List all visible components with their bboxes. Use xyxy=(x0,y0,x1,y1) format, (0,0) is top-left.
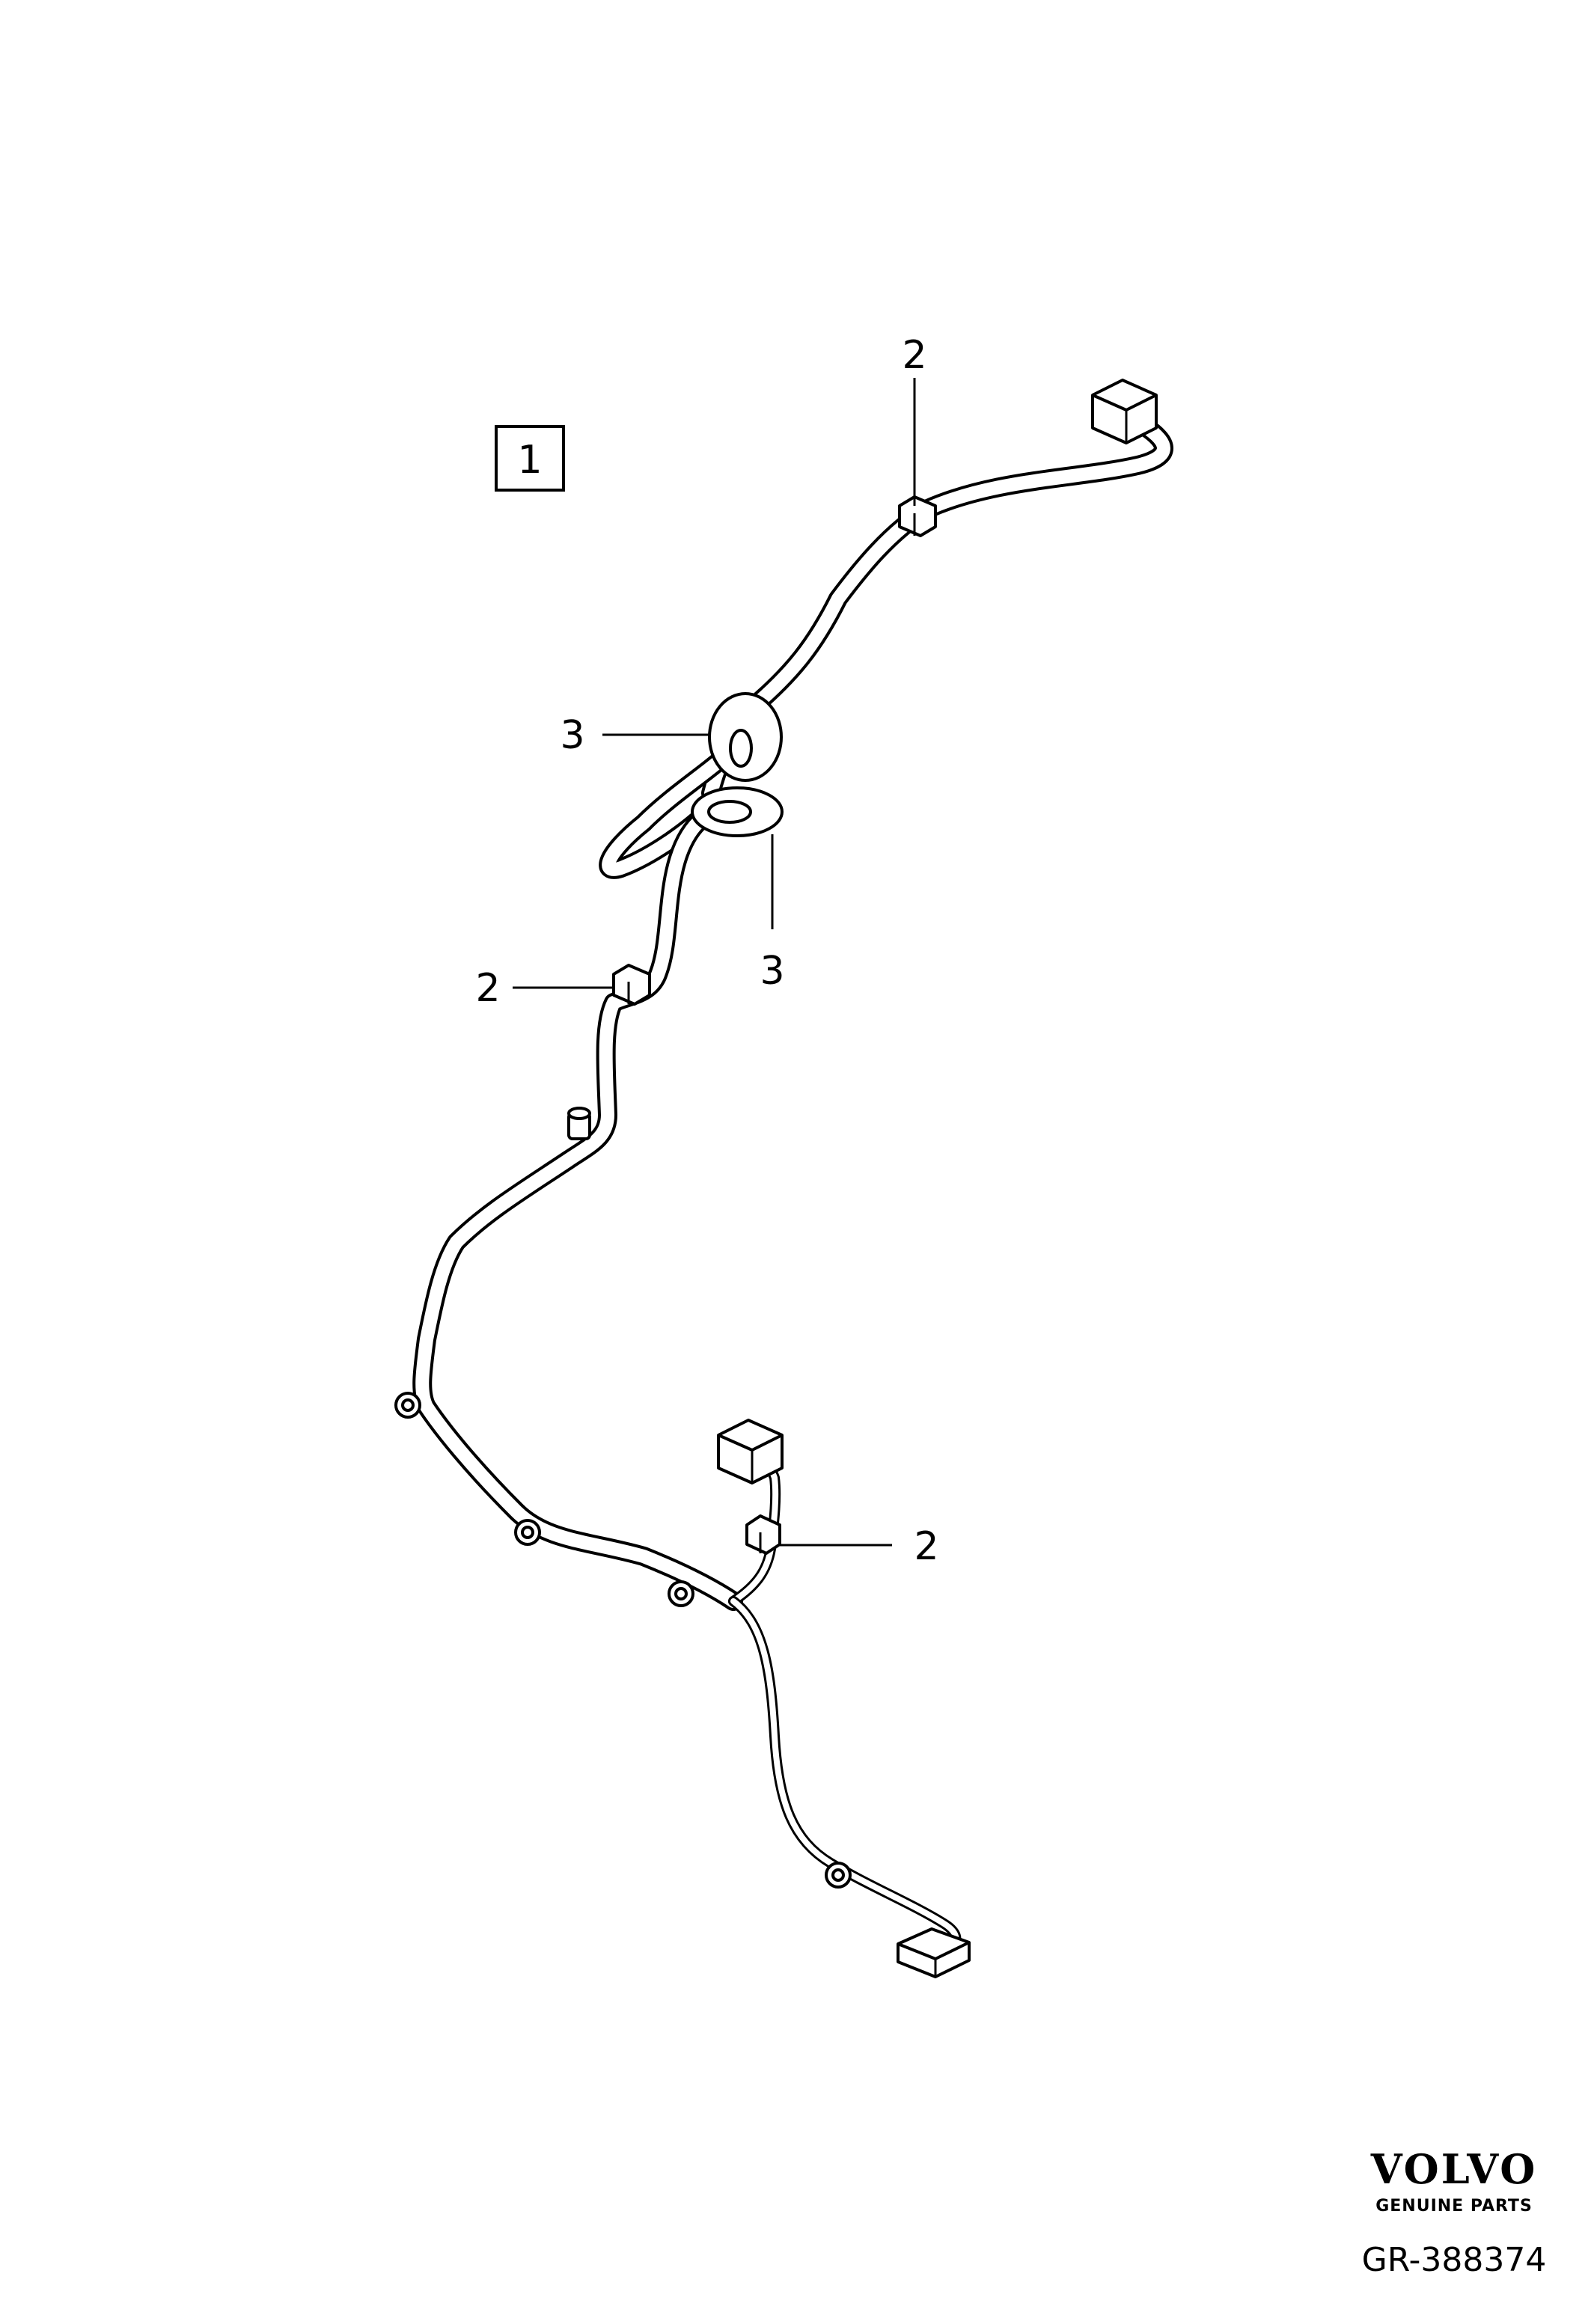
brand-name: VOLVO xyxy=(1370,2145,1538,2193)
clip-bottom xyxy=(745,1514,781,1555)
mounting-studs xyxy=(394,1107,852,1889)
callout-grommet-upper: 3 xyxy=(560,713,584,758)
stud-2 xyxy=(394,1392,421,1419)
grommet-lower xyxy=(691,786,784,837)
connector-bottom xyxy=(897,1927,971,1978)
callout-item-1-label: 1 xyxy=(517,438,542,483)
clip-top xyxy=(898,495,937,537)
stud-1 xyxy=(567,1107,591,1140)
grommet-upper xyxy=(708,692,783,782)
callout-clip-middle: 2 xyxy=(475,966,500,1011)
stud-3 xyxy=(514,1519,541,1546)
callout-grommet-lower: 3 xyxy=(760,949,784,994)
leader-lines xyxy=(513,378,916,1547)
diagram-reference: GR-388374 xyxy=(1362,2241,1547,2279)
clip-middle xyxy=(612,964,651,1006)
volvo-logo: VOLVO GENUINE PARTS xyxy=(1370,2145,1538,2216)
stud-4 xyxy=(668,1580,694,1607)
harness-cable-main xyxy=(412,417,1173,1611)
connector-middle xyxy=(717,1419,784,1484)
stud-5 xyxy=(825,1862,852,1889)
brand-tagline: GENUINE PARTS xyxy=(1375,2197,1533,2216)
harness-branch-lower xyxy=(728,1596,962,1954)
callout-item-1: 1 xyxy=(495,425,565,492)
callout-clip-bottom: 2 xyxy=(914,1524,938,1569)
callout-clip-top: 2 xyxy=(902,333,926,378)
connector-top xyxy=(1091,379,1158,444)
